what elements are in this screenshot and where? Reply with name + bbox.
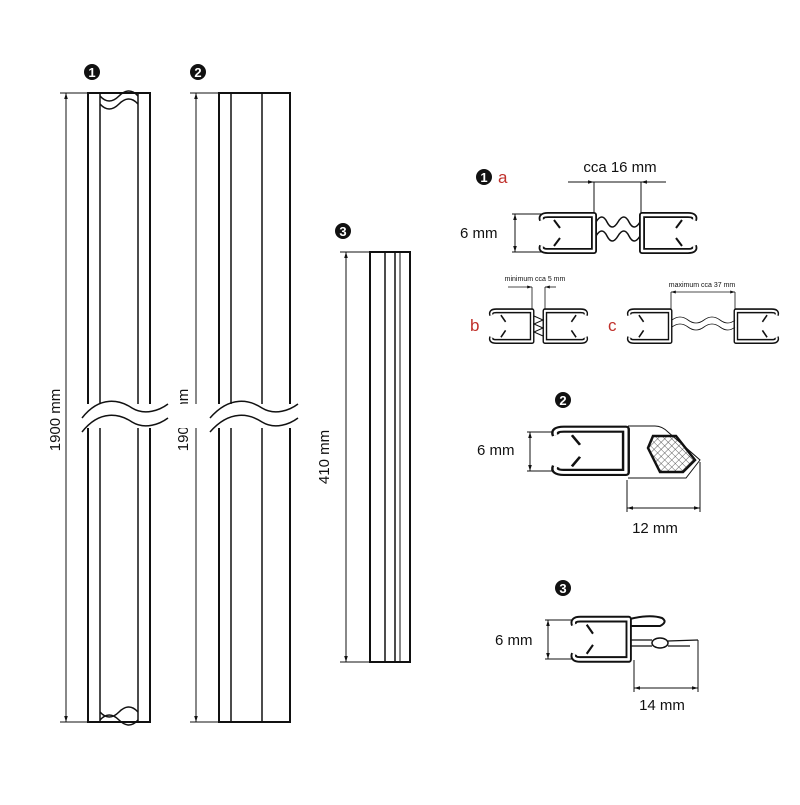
- height-label: 6 mm: [477, 442, 515, 459]
- minimum-gap-label: minimum cca 5 mm: [505, 276, 566, 283]
- maximum-gap-label: maximum cca 37 mm: [669, 282, 736, 289]
- seal-3-strip: 3 410 mm: [316, 223, 411, 663]
- variant-c-label: c: [608, 316, 617, 335]
- profile-3: 3 6 mm 14 mm: [495, 580, 699, 714]
- height-label: 6 mm: [460, 225, 498, 242]
- variant-a-label: a: [498, 168, 508, 187]
- seal-1-strip: 1 1900 mm: [47, 64, 151, 726]
- marker-number: 2: [559, 393, 566, 408]
- width-label: 12 mm: [632, 520, 678, 537]
- profile-1a: 1 a cca 16 mm 6 mm: [460, 159, 694, 252]
- profile-1c: c maximum cca 37 mm: [608, 282, 777, 341]
- profile-2: 2 6 mm 12 mm: [477, 392, 701, 537]
- marker-number: 1: [480, 170, 487, 185]
- width-label: 14 mm: [639, 697, 685, 714]
- break-mark: [80, 400, 300, 433]
- height-label: 6 mm: [495, 632, 533, 649]
- variant-b-label: b: [470, 316, 479, 335]
- profile-1b: b minimum cca 5 mm: [470, 276, 586, 341]
- seal-1-length-label: 1900 mm: [47, 389, 64, 452]
- gap-label: cca 16 mm: [583, 159, 656, 176]
- marker-number: 3: [559, 581, 566, 596]
- marker-1-number: 1: [88, 65, 95, 80]
- marker-3-number: 3: [339, 224, 346, 239]
- marker-2-number: 2: [194, 65, 201, 80]
- seal-3-length-label: 410 mm: [316, 430, 333, 484]
- seal-2-strip: 2 1900 mm: [175, 64, 291, 723]
